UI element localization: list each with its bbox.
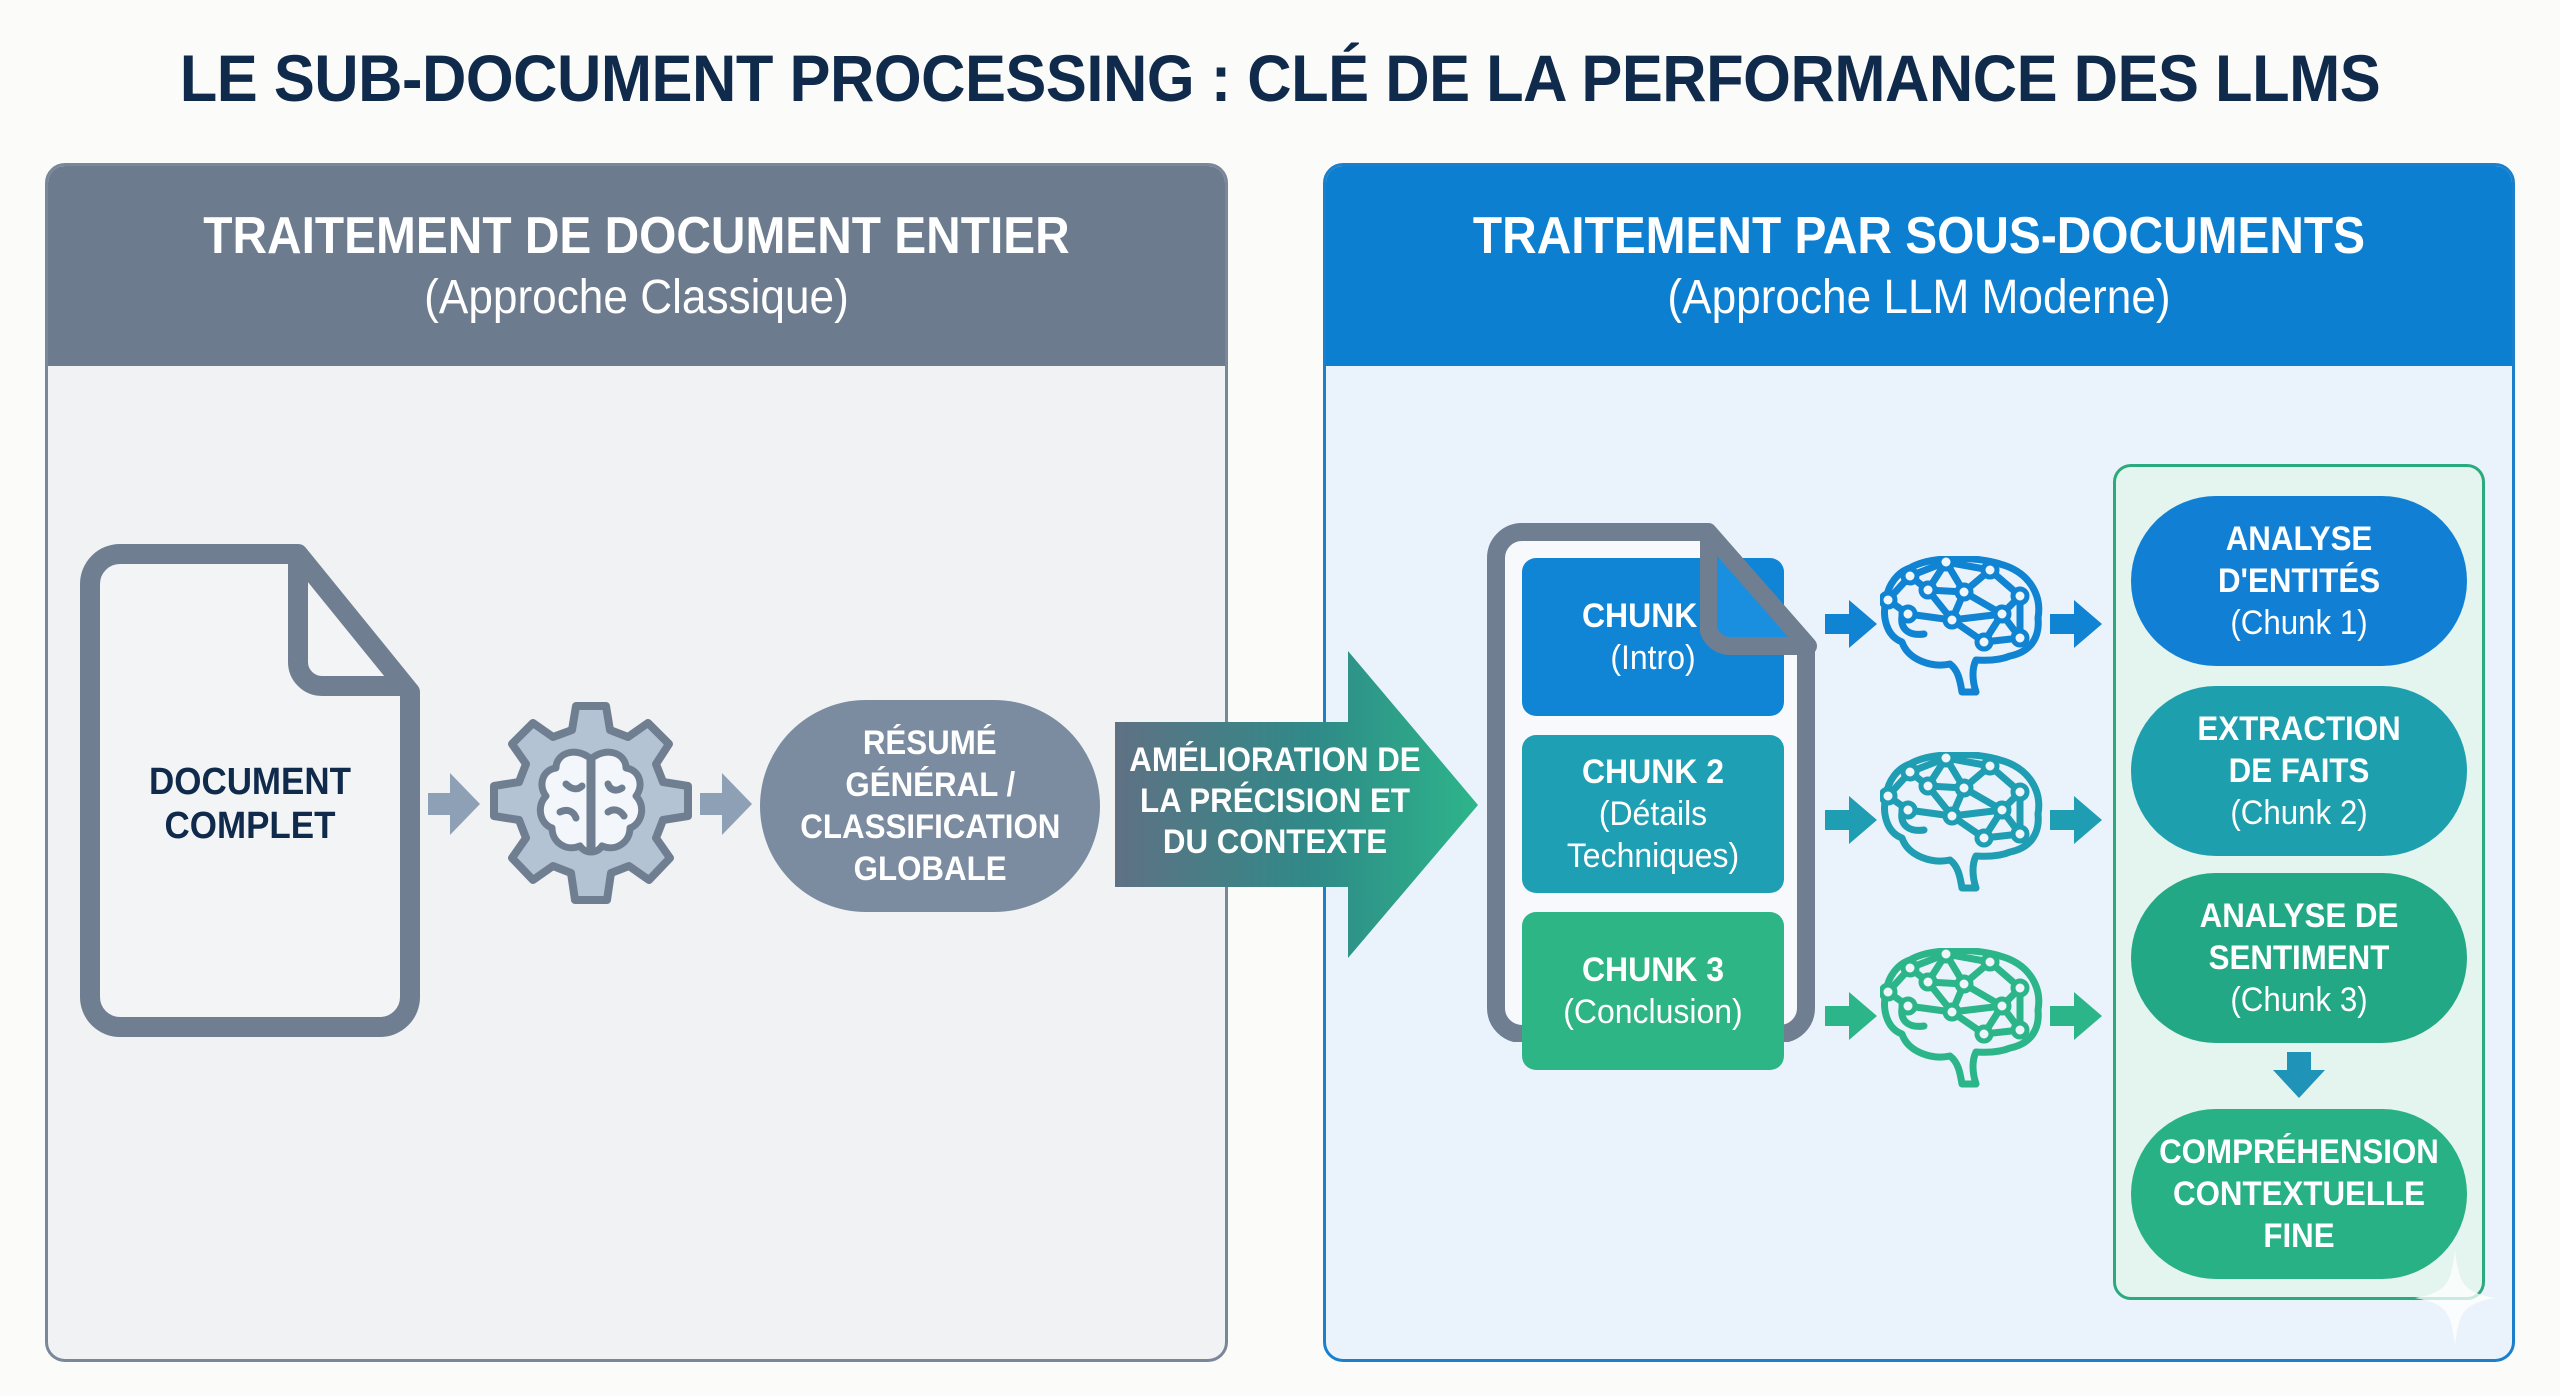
arrow-right-icon	[1825, 992, 1877, 1040]
summary-line3: CLASSIFICATION	[799, 808, 1061, 846]
arrow-down-icon	[2273, 1052, 2325, 1098]
document-corner-fold-icon	[1700, 523, 1817, 655]
arrow-right-icon	[2050, 992, 2102, 1040]
neural-brain-icon	[1880, 948, 2043, 1088]
chunk-2-subtitle-line1: (Détails	[1598, 795, 1708, 833]
arrow-right-icon	[1825, 600, 1877, 648]
modern-panel-subtitle: (Approche LLM Moderne)	[1667, 271, 2171, 324]
document-label-line1: DOCUMENT	[149, 761, 351, 803]
chunk-3-subtitle: (Conclusion)	[1563, 993, 1743, 1031]
arrow-right-icon	[428, 773, 480, 835]
final-line2: CONTEXTUELLE	[2173, 1175, 2425, 1213]
final-understanding-node: COMPRÉHENSION CONTEXTUELLE FINE	[2131, 1109, 2467, 1279]
result-2-line2: DE FAITS	[2228, 752, 2370, 790]
result-3-line1: ANALYSE DE	[2199, 897, 2399, 935]
classic-panel-subtitle: (Approche Classique)	[424, 271, 849, 324]
chunk-2-title: CHUNK 2	[1581, 753, 1725, 791]
summary-line4: GLOBALE	[853, 850, 1007, 888]
chunk-1-subtitle: (Intro)	[1610, 639, 1696, 677]
result-1-line1: ANALYSE	[2225, 520, 2373, 558]
modern-panel-title: TRAITEMENT PAR SOUS-DOCUMENTS	[1472, 207, 2366, 265]
result-fact-extraction: EXTRACTION DE FAITS (Chunk 2)	[2131, 686, 2467, 856]
chunk-3-title: CHUNK 3	[1581, 951, 1725, 989]
result-2-line1: EXTRACTION	[2197, 710, 2401, 748]
transition-line2: LA PRÉCISION ET	[1140, 782, 1410, 820]
transition-arrow-icon	[1115, 651, 1478, 958]
transition-label: AMÉLIORATION DE LA PRÉCISION ET DU CONTE…	[1128, 740, 1422, 863]
result-2-subtitle: (Chunk 2)	[2230, 794, 2368, 832]
page-title: LE SUB-DOCUMENT PROCESSING : CLÉ DE LA P…	[179, 41, 2381, 115]
result-1-line2: D'ENTITÉS	[2217, 562, 2381, 600]
global-summary-node: RÉSUMÉ GÉNÉRAL / CLASSIFICATION GLOBALE	[760, 700, 1100, 912]
document-icon	[80, 544, 420, 1037]
arrow-right-icon	[2050, 796, 2102, 844]
neural-brain-icon	[1880, 556, 2043, 696]
transition-line1: AMÉLIORATION DE	[1129, 741, 1421, 779]
gear-brain-icon	[490, 702, 692, 904]
final-line1: COMPRÉHENSION	[2159, 1133, 2439, 1171]
chunk-2: CHUNK 2 (Détails Techniques)	[1522, 735, 1784, 893]
summary-line1: RÉSUMÉ	[863, 724, 997, 762]
result-entity-analysis: ANALYSE D'ENTITÉS (Chunk 1)	[2131, 496, 2467, 666]
chunk-3: CHUNK 3 (Conclusion)	[1522, 912, 1784, 1070]
summary-line2: GÉNÉRAL /	[845, 766, 1015, 804]
arrow-right-icon	[2050, 600, 2102, 648]
arrow-right-icon	[1825, 796, 1877, 844]
classic-panel-title: TRAITEMENT DE DOCUMENT ENTIER	[203, 207, 1070, 265]
transition-line3: DU CONTEXTE	[1162, 823, 1388, 861]
sparkle-icon	[2415, 1250, 2495, 1346]
result-sentiment-analysis: ANALYSE DE SENTIMENT (Chunk 3)	[2131, 873, 2467, 1043]
arrow-right-icon	[700, 773, 752, 835]
modern-panel-header: TRAITEMENT PAR SOUS-DOCUMENTS (Approche …	[1326, 166, 2512, 366]
result-3-subtitle: (Chunk 3)	[2230, 981, 2368, 1019]
document-label-line2: COMPLET	[164, 805, 336, 847]
neural-brain-icon	[1880, 752, 2043, 892]
chunk-2-subtitle-line2: Techniques)	[1566, 837, 1740, 875]
classic-panel-header: TRAITEMENT DE DOCUMENT ENTIER (Approche …	[48, 166, 1225, 366]
document-label: DOCUMENT COMPLET	[112, 760, 388, 848]
result-3-line2: SENTIMENT	[2208, 939, 2390, 977]
final-line3: FINE	[2263, 1217, 2335, 1255]
result-1-subtitle: (Chunk 1)	[2230, 604, 2368, 642]
